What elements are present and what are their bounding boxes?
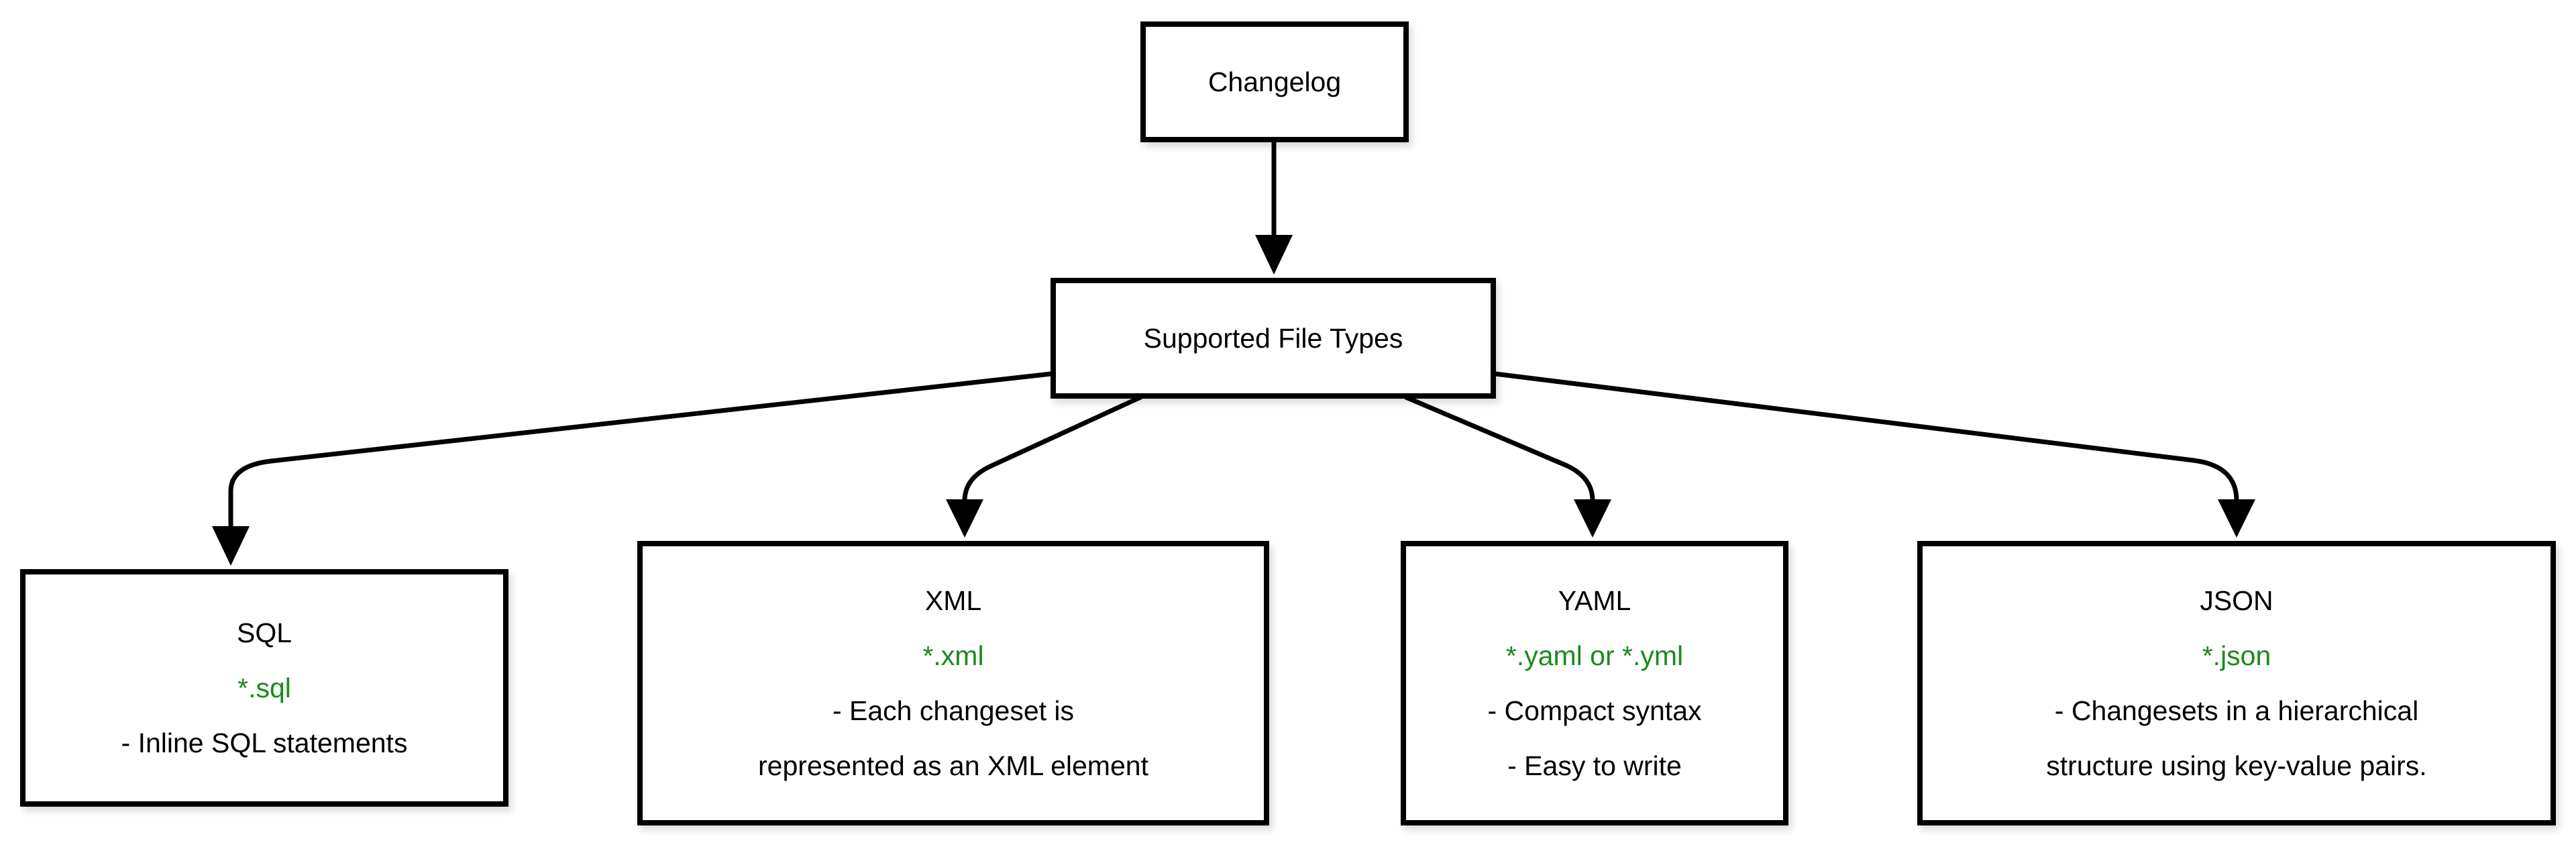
arrowhead-sql [212, 526, 250, 566]
node-xml-title: XML [924, 585, 982, 616]
node-xml-details: - Each changeset is represented as an XM… [758, 695, 1148, 781]
node-changelog: Changelog [1140, 21, 1409, 142]
node-json-details: - Changesets in a hierarchical structure… [2046, 695, 2427, 781]
node-sql-details: - Inline SQL statements [121, 727, 408, 758]
node-xml: XML *.xml - Each changeset is represente… [637, 541, 1269, 825]
node-yaml-file-pattern: *.yaml or *.yml [1505, 640, 1684, 671]
edge-filetypes-to-sql [228, 371, 1054, 530]
node-json-file-pattern: *.json [2202, 640, 2271, 671]
node-changelog-label: Changelog [1208, 66, 1342, 97]
edge-filetypes-to-xml [962, 395, 1143, 503]
node-json: JSON *.json - Changesets in a hierarchic… [1917, 541, 2556, 825]
node-sql: SQL *.sql - Inline SQL statements [20, 569, 508, 807]
arrowhead-xml [946, 499, 983, 538]
node-yaml: YAML *.yaml or *.yml - Compact syntax - … [1401, 541, 1788, 825]
arrowhead-yaml [1574, 499, 1611, 538]
node-supported-file-types-label: Supported File Types [1143, 323, 1403, 354]
node-sql-title: SQL [236, 617, 292, 648]
edge-filetypes-to-yaml [1403, 395, 1595, 503]
edge-filetypes-to-json [1493, 371, 2239, 503]
arrowhead-json [2218, 499, 2255, 538]
node-sql-file-pattern: *.sql [237, 672, 291, 703]
node-yaml-details: - Compact syntax - Easy to write [1487, 695, 1702, 781]
node-supported-file-types: Supported File Types [1051, 278, 1496, 399]
arrowhead-filetypes [1255, 235, 1293, 274]
node-yaml-title: YAML [1558, 585, 1631, 616]
node-xml-file-pattern: *.xml [922, 640, 984, 671]
node-json-title: JSON [2200, 585, 2273, 616]
